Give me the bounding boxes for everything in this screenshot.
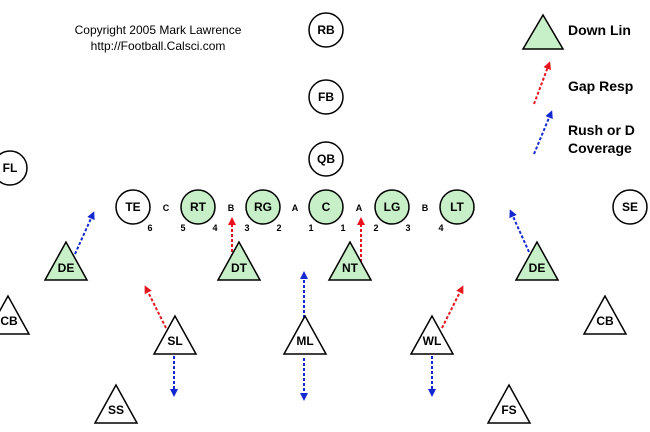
player-de-left: DE — [514, 240, 560, 281]
sl-gap-arrow — [144, 285, 167, 329]
dt-triangle — [216, 240, 262, 281]
de-left-label: DE — [529, 261, 546, 275]
technique-1-right: 1 — [308, 223, 313, 233]
technique-2-right: 2 — [276, 223, 281, 233]
ml-label: ML — [296, 334, 313, 348]
rb-label: RB — [317, 23, 335, 37]
player-rg: RG — [245, 189, 281, 225]
dt-label: DT — [231, 261, 248, 275]
player-te: TE — [115, 189, 151, 225]
sl-triangle — [152, 314, 198, 355]
ml-triangle — [282, 314, 328, 355]
player-de-right: DE — [43, 240, 89, 281]
ss-triangle — [93, 383, 139, 424]
player-fs: FS — [486, 383, 532, 424]
rush-coverage-legend-arrow — [533, 110, 553, 155]
gap-responsibility-legend-arrow — [533, 61, 551, 105]
rb-circle — [308, 12, 344, 48]
te-circle — [115, 189, 151, 225]
de-left-triangle — [514, 240, 560, 281]
lt-circle — [439, 189, 475, 225]
player-fb: FB — [308, 79, 344, 115]
player-ml: ML — [282, 314, 328, 355]
cb-right-label: CB — [0, 314, 18, 328]
fb-label: FB — [318, 90, 334, 104]
gap-label-a-right: A — [292, 203, 299, 213]
legend-rush-coverage-line-2: Coverage — [568, 140, 632, 156]
player-se: SE — [612, 189, 648, 225]
technique-4-left: 4 — [438, 223, 443, 233]
player-fl: FL — [0, 150, 28, 186]
player-lg: LG — [374, 189, 410, 225]
copyright-line-2: http://Football.Calsci.com — [91, 39, 226, 53]
gap-label-c: C — [163, 203, 170, 213]
player-nt: NT — [327, 240, 373, 281]
lg-circle — [374, 189, 410, 225]
gap-label-b-right: B — [228, 203, 235, 213]
wl-gap-arrow — [441, 285, 464, 329]
gap-label-a-left: A — [356, 203, 363, 213]
player-wl: WL — [409, 314, 455, 355]
de-right-rush-arrow — [74, 211, 95, 255]
fl-circle — [0, 150, 28, 186]
technique-1-left: 1 — [340, 223, 345, 233]
legend: Down Lin Gap Resp Rush or D Coverage — [521, 13, 635, 156]
legend-rush-coverage-line-1: Rush or D — [568, 122, 635, 138]
cb-left-triangle — [582, 294, 628, 335]
rt-circle — [180, 189, 216, 225]
player-ss: SS — [93, 383, 139, 424]
rg-label: RG — [254, 200, 272, 214]
legend-down-lineman: Down Lin — [568, 22, 631, 38]
cb-left-label: CB — [596, 314, 614, 328]
technique-3-right: 3 — [244, 223, 249, 233]
lt-label: LT — [450, 200, 464, 214]
technique-4-right: 4 — [212, 223, 217, 233]
te-label: TE — [125, 200, 140, 214]
player-rt: RT — [180, 189, 216, 225]
wl-label: WL — [423, 334, 442, 348]
c-circle — [308, 189, 344, 225]
player-rb: RB — [308, 12, 344, 48]
cb-right-triangle — [0, 294, 31, 335]
de-right-label: DE — [58, 261, 75, 275]
rg-circle — [245, 189, 281, 225]
player-lt: LT — [439, 189, 475, 225]
fs-triangle — [486, 383, 532, 424]
player-qb: QB — [308, 141, 344, 177]
de-right-triangle — [43, 240, 89, 281]
se-label: SE — [622, 200, 638, 214]
wl-triangle — [409, 314, 455, 355]
technique-6: 6 — [147, 223, 152, 233]
player-cb-right: CB — [0, 294, 31, 335]
nt-triangle — [327, 240, 373, 281]
fs-label: FS — [501, 403, 516, 417]
nt-label: NT — [342, 261, 359, 275]
c-label: C — [322, 200, 331, 214]
sl-label: SL — [167, 334, 182, 348]
technique-3-left: 3 — [405, 223, 410, 233]
legend-gap-responsibility: Gap Resp — [568, 78, 633, 94]
ss-label: SS — [108, 403, 124, 417]
player-dt: DT — [216, 240, 262, 281]
qb-label: QB — [317, 152, 335, 166]
fl-label: FL — [3, 161, 18, 175]
de-left-rush-arrow — [509, 209, 530, 253]
technique-5: 5 — [180, 223, 185, 233]
player-sl: SL — [152, 314, 198, 355]
rt-label: RT — [190, 200, 207, 214]
lg-label: LG — [384, 200, 401, 214]
player-c: C — [308, 189, 344, 225]
player-cb-left: CB — [582, 294, 628, 335]
copyright-line-1: Copyright 2005 Mark Lawrence — [75, 23, 242, 37]
fb-circle — [308, 79, 344, 115]
gap-label-b-left: B — [422, 203, 429, 213]
se-circle — [612, 189, 648, 225]
qb-circle — [308, 141, 344, 177]
technique-2-left: 2 — [373, 223, 378, 233]
down-lineman-legend-icon — [521, 13, 565, 50]
